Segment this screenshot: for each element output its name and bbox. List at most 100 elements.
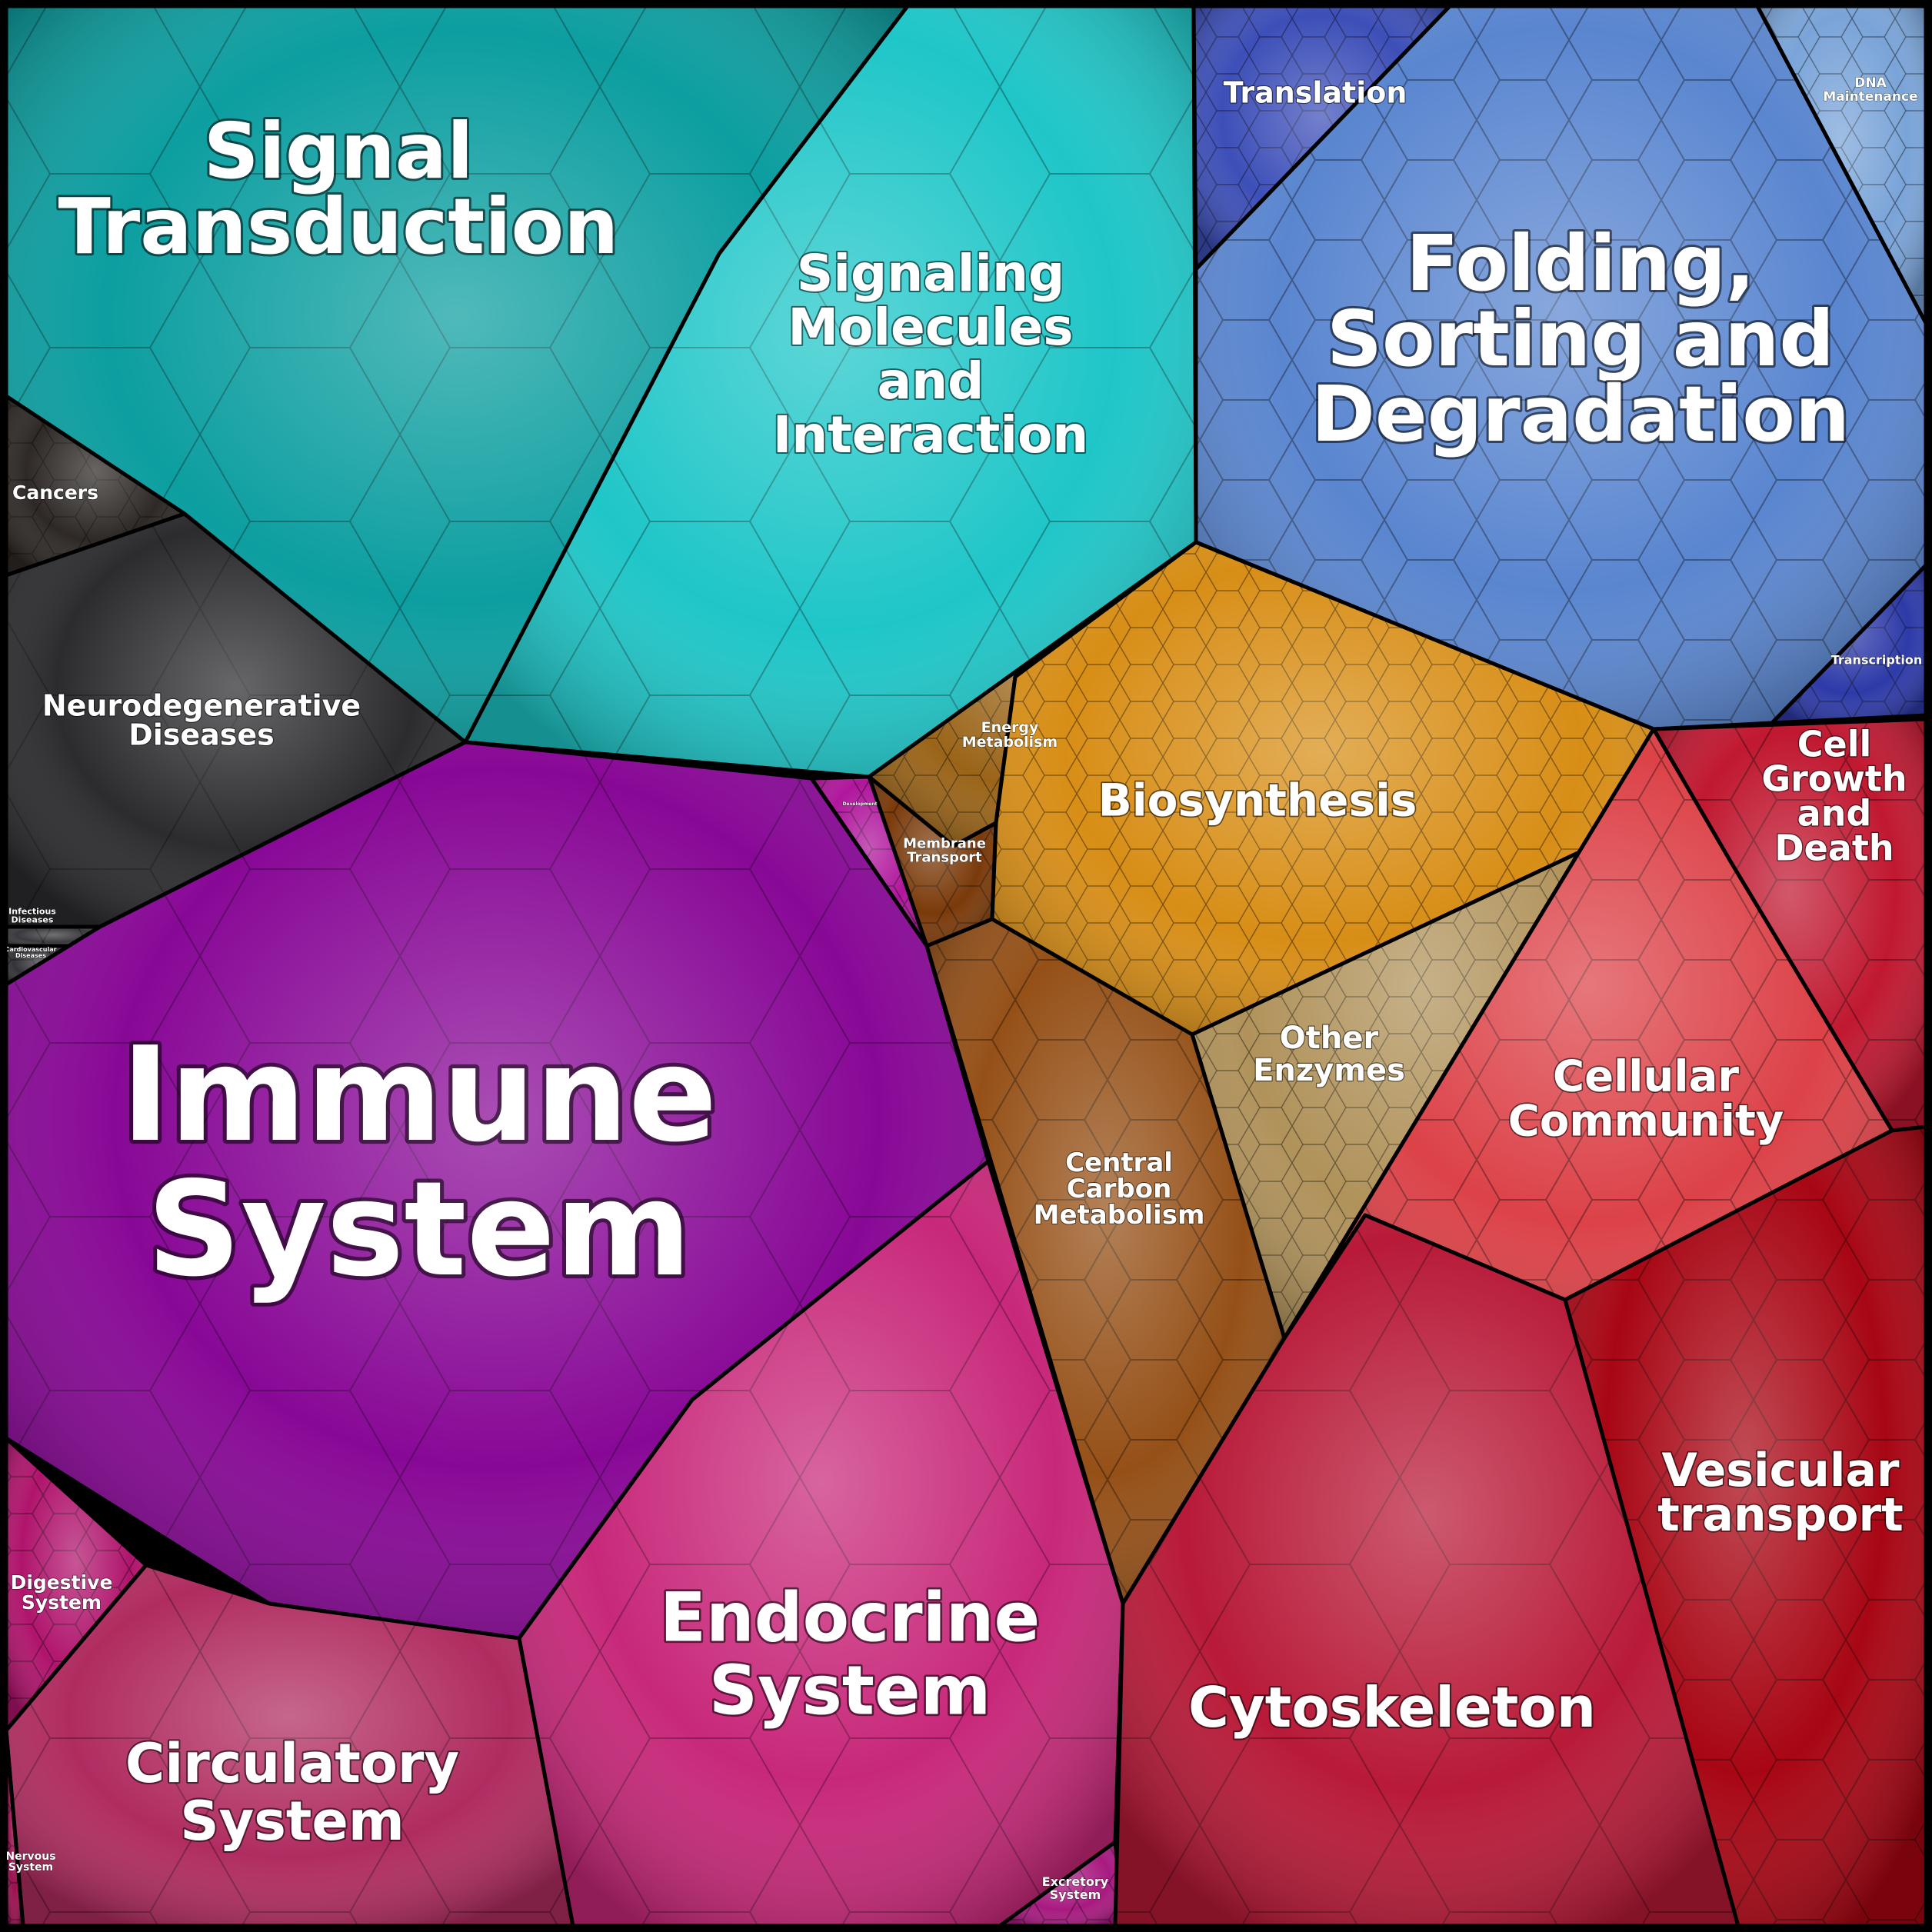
label-line: System: [147, 1154, 691, 1306]
label-line: System: [8, 1861, 53, 1874]
label-line: Cancers: [12, 481, 98, 504]
label-line: Diseases: [15, 952, 46, 959]
label-line: Folding,: [1406, 218, 1755, 308]
label-line: Diseases: [12, 914, 54, 924]
label-line: Energy: [981, 719, 1039, 736]
label-line: and: [878, 351, 984, 411]
label-line: Sorting and: [1327, 294, 1834, 384]
region-cellular-community[interactable]: [1282, 727, 1894, 1341]
region-nervous-system[interactable]: [4, 1728, 25, 1928]
label-line: Excretory: [1042, 1874, 1109, 1889]
region-shading: [927, 919, 1284, 1604]
label-line: Infectious: [8, 906, 56, 916]
region-cytoskeleton[interactable]: [1113, 1213, 1740, 1928]
label-line: Membrane: [903, 835, 986, 851]
region-vesicular-transport[interactable]: [1563, 1124, 1928, 1928]
label-line: Carbon: [1067, 1174, 1172, 1204]
region-cell-growth[interactable]: [1651, 717, 1928, 1133]
label-line: Metabolism: [1034, 1200, 1205, 1231]
label-line: System: [709, 1651, 991, 1730]
label-line: Maintenance: [1823, 89, 1917, 105]
region-dna-maintenance[interactable]: [1755, 4, 1928, 325]
region-shading: [992, 542, 1654, 1034]
label-line: Cellular: [1553, 1052, 1739, 1102]
label-line: System: [22, 1591, 102, 1614]
label-cancers: Cancers: [12, 481, 98, 504]
region-shading: [869, 542, 1196, 846]
label-line: Other: [1280, 1021, 1379, 1056]
label-line: Metabolism: [962, 734, 1058, 751]
region-central-carbon[interactable]: [924, 917, 1287, 1606]
label-line: Death: [1774, 828, 1894, 869]
label-line: Transcription: [1831, 653, 1923, 668]
region-transcription[interactable]: [1770, 563, 1928, 725]
label-line: System: [180, 1790, 405, 1853]
region-endocrine-system[interactable]: [517, 1159, 1125, 1928]
label-line: and: [1797, 793, 1872, 834]
region-shading: [6, 514, 465, 927]
region-shading: [1196, 6, 1926, 729]
region-biosynthesis[interactable]: [990, 540, 1656, 1037]
region-circulatory-system[interactable]: [4, 1563, 575, 1928]
label-line: Molecules: [788, 298, 1073, 357]
region-folding-sorting[interactable]: [1194, 4, 1928, 731]
label-biosynthesis: Biosynthesis: [1098, 774, 1417, 826]
regions: [4, 4, 1928, 1928]
label-line: Enzymes: [1253, 1053, 1405, 1088]
region-shading: [6, 1438, 146, 1730]
label-line: Transduction: [58, 182, 619, 271]
region-shading: [1284, 729, 1892, 1338]
label-line: Community: [1508, 1097, 1784, 1147]
region-neurodegenerative[interactable]: [4, 511, 468, 929]
label-line: Signaling: [797, 244, 1064, 303]
label-line: Immune: [122, 1019, 718, 1171]
label-line: Cytoskeleton: [1188, 1675, 1596, 1740]
label-line: Vesicular: [1661, 1444, 1899, 1497]
label-line: DNA: [1854, 75, 1887, 91]
label-line: Interaction: [773, 405, 1089, 465]
region-other-enzymes[interactable]: [1190, 727, 1656, 1341]
region-shading: [6, 396, 185, 575]
label-line: Translation: [1224, 75, 1407, 109]
label-line: Central: [1065, 1148, 1173, 1178]
region-shading: [6, 742, 988, 1638]
region-immune-system[interactable]: [4, 740, 991, 1641]
region-membrane-transport[interactable]: [867, 774, 998, 948]
label-line: Neurodegenerative: [42, 688, 361, 722]
region-digestive-system[interactable]: [4, 1436, 148, 1733]
label-development: Development: [843, 801, 878, 807]
label-line: Growth: [1761, 758, 1907, 800]
label-line: Signal: [204, 106, 474, 196]
region-shading: [1115, 1215, 1738, 1926]
label-line: Digestive: [11, 1571, 113, 1594]
label-line: Development: [843, 801, 878, 807]
region-excretory-system[interactable]: [998, 1840, 1125, 1928]
region-shading: [465, 6, 1196, 777]
label-line: Transport: [907, 849, 982, 865]
label-line: Nervous: [5, 1850, 55, 1863]
region-shading: [519, 1161, 1123, 1926]
region-shading: [869, 777, 996, 946]
label-translation: Translation: [1224, 75, 1407, 109]
label-line: Biosynthesis: [1098, 774, 1417, 826]
label-transcription: Transcription: [1831, 653, 1923, 668]
label-line: Cardiovascular: [5, 946, 56, 953]
